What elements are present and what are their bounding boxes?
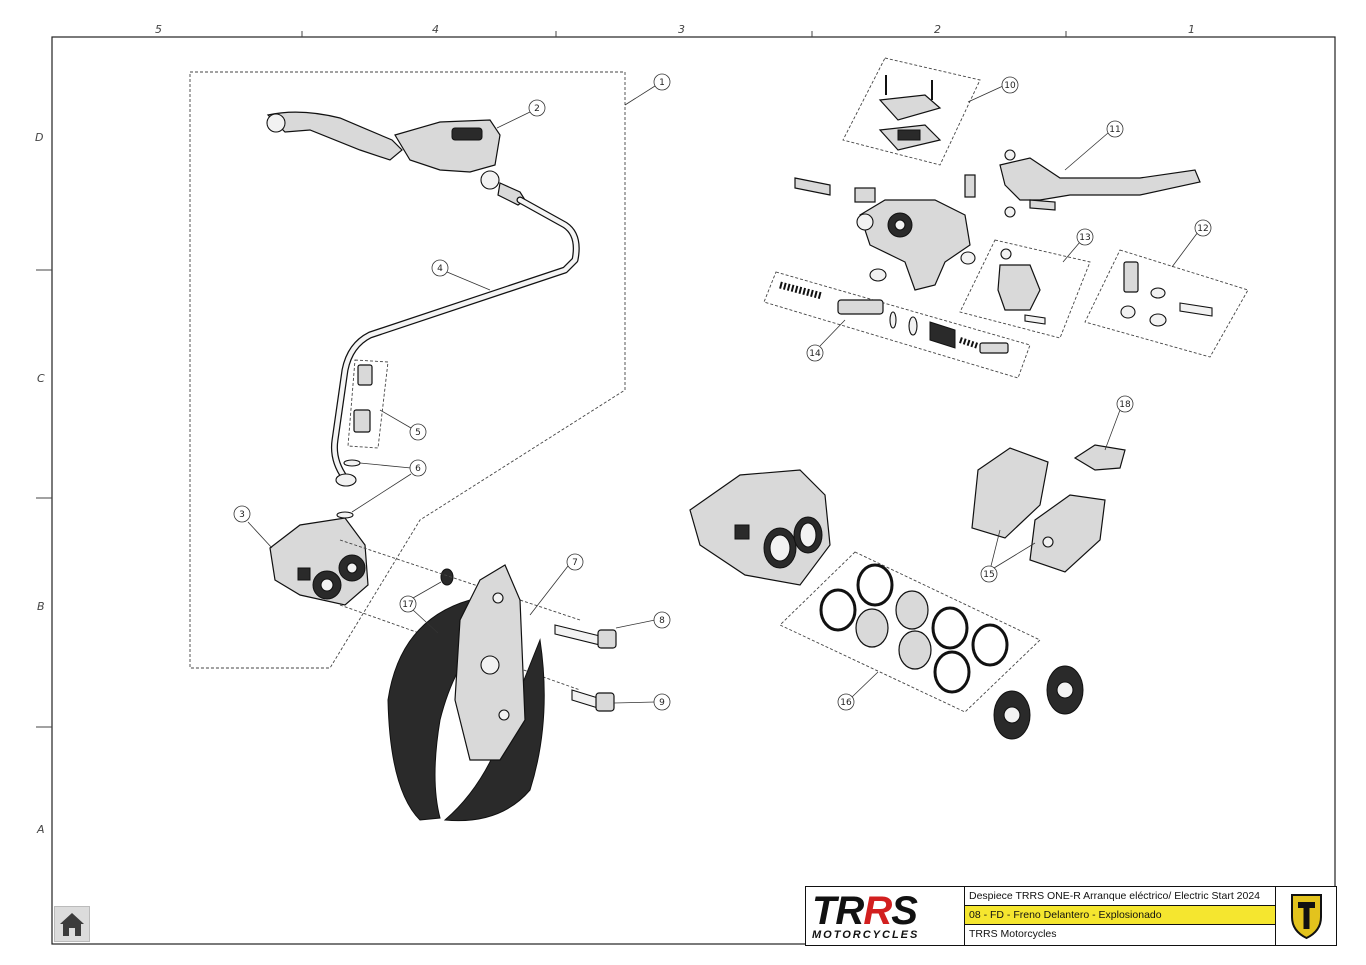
- column-label: 4: [432, 23, 439, 36]
- pad-spring: [1073, 444, 1126, 471]
- group-5-outline: [347, 359, 389, 449]
- home-button[interactable]: [54, 906, 90, 942]
- title-block: TRRS MOTORCYCLES Despiece TRRS ONE-R Arr…: [805, 886, 1337, 946]
- brake-lever: [999, 149, 1201, 218]
- svg-text:7: 7: [572, 558, 578, 568]
- crush-washer: [336, 511, 354, 519]
- piston-kit: [779, 281, 1009, 354]
- svg-text:12: 12: [1197, 224, 1208, 234]
- master-cylinder-lever: [266, 111, 526, 206]
- caliper-washer: [440, 568, 454, 586]
- callout-17: 17: [399, 581, 442, 634]
- brake-caliper-exploded: [689, 469, 831, 586]
- home-icon: [60, 913, 84, 936]
- group-16-outline: [779, 551, 1041, 713]
- banjo-bolt: [353, 364, 373, 433]
- svg-text:2: 2: [534, 104, 540, 114]
- brake-pads: [971, 447, 1106, 573]
- company-name: TRRS Motorcycles: [965, 925, 1275, 944]
- svg-text:16: 16: [840, 698, 852, 708]
- callout-6: 6: [351, 459, 427, 513]
- row-label: B: [37, 600, 45, 613]
- svg-text:18: 18: [1119, 400, 1131, 410]
- callout-5: 5: [379, 409, 427, 441]
- pivot-kit: [1120, 261, 1213, 327]
- callout-12: 12: [1171, 219, 1212, 268]
- master-cylinder-body: [794, 174, 976, 291]
- callout-15: 15: [980, 529, 1036, 583]
- column-label: 5: [155, 23, 162, 36]
- callout-1: 1: [624, 73, 671, 106]
- svg-text:5: 5: [415, 428, 421, 438]
- zone-ticks: [36, 31, 1067, 728]
- callout-8: 8: [615, 611, 671, 629]
- brake-caliper: [269, 517, 369, 606]
- bolt-9: [571, 689, 615, 712]
- document-title: Despiece TRRS ONE-R Arranque eléctrico/ …: [965, 887, 1275, 906]
- svg-text:8: 8: [659, 616, 665, 626]
- svg-text:10: 10: [1004, 81, 1016, 91]
- svg-text:3: 3: [239, 510, 245, 520]
- drawing-border: [51, 36, 1336, 945]
- callout-18: 18: [1104, 395, 1134, 451]
- callout-10: 10: [967, 76, 1019, 103]
- piston-seal-set: [819, 563, 1009, 694]
- svg-text:6: 6: [415, 464, 421, 474]
- svg-text:17: 17: [402, 600, 413, 610]
- callout-3: 3: [233, 505, 273, 549]
- brand-subtitle: MOTORCYCLES: [812, 929, 920, 941]
- banjo-fitting: [335, 473, 357, 487]
- callout-2: 2: [496, 99, 546, 129]
- svg-text:14: 14: [809, 349, 821, 359]
- group-10-outline: [842, 57, 981, 166]
- disc-guard: [387, 564, 545, 822]
- group-12-outline: [1084, 249, 1249, 358]
- svg-text:13: 13: [1079, 233, 1090, 243]
- row-label: D: [35, 131, 43, 144]
- callout-11: 11: [1064, 120, 1124, 171]
- svg-text:4: 4: [437, 264, 443, 274]
- trrs-shield-icon: [1275, 887, 1337, 945]
- svg-text:11: 11: [1109, 125, 1120, 135]
- pistons: [855, 590, 932, 670]
- callout-16: 16: [837, 671, 879, 711]
- column-label: 2: [934, 23, 941, 36]
- column-label: 3: [678, 23, 685, 36]
- mount-axis: [339, 539, 581, 621]
- caliper-covers: [993, 665, 1084, 740]
- svg-text:15: 15: [983, 570, 994, 580]
- brand-wordmark: TRRS: [812, 889, 918, 933]
- brand-logo: TRRS MOTORCYCLES: [806, 887, 965, 945]
- callout-4: 4: [431, 259, 491, 291]
- clamp: [997, 248, 1046, 325]
- callout-14: 14: [806, 319, 846, 362]
- brake-hose: [331, 196, 580, 482]
- group-13-outline: [959, 239, 1091, 339]
- callout-9: 9: [613, 693, 671, 711]
- row-label: C: [37, 372, 45, 385]
- reservoir-cap: [878, 75, 942, 151]
- section-title: 08 - FD - Freno Delantero - Explosionado: [965, 906, 1275, 925]
- svg-text:1: 1: [659, 78, 665, 88]
- column-label: 1: [1188, 23, 1195, 36]
- bolt-8: [554, 624, 617, 649]
- svg-text:9: 9: [659, 698, 665, 708]
- row-label: A: [36, 823, 45, 836]
- callout-13: 13: [1062, 228, 1094, 263]
- crush-washer: [343, 459, 361, 467]
- callout-7: 7: [529, 553, 584, 616]
- group-14-outline: [763, 271, 1031, 379]
- group-1-outline: [189, 71, 626, 669]
